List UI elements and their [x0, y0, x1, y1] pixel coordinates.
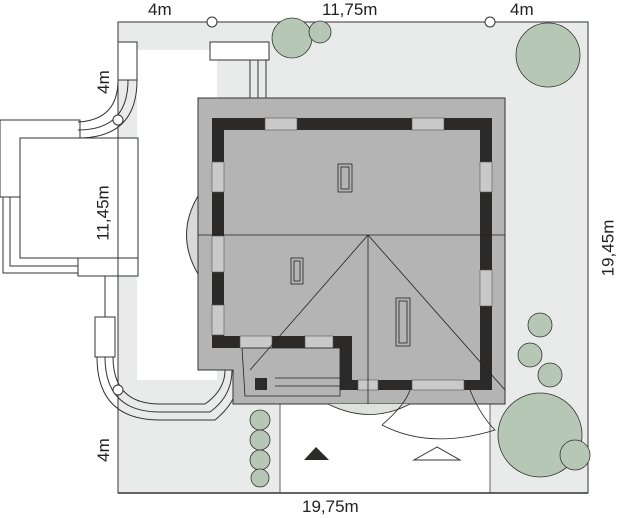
- roof-lines: [198, 234, 506, 404]
- terrace: [0, 41, 270, 421]
- tree-icon: [249, 17, 591, 488]
- interior-floor: [224, 130, 480, 380]
- dimension-left-upper: 4m: [93, 70, 113, 94]
- survey-point: [484, 16, 496, 28]
- dimension-top-left: 4m: [148, 0, 172, 19]
- entrance-marker-filled: [304, 447, 329, 460]
- dimension-left-middle: 11,45m: [93, 185, 113, 241]
- bay-window: [186, 194, 199, 276]
- entrance-steps: [327, 389, 496, 440]
- dimension-top-middle: 11,75m: [322, 0, 378, 19]
- chimney: [255, 378, 267, 390]
- survey-point: [112, 384, 124, 396]
- dimension-right: 19,45m: [598, 219, 618, 277]
- windows: [211, 117, 493, 391]
- driveway: [279, 403, 491, 494]
- dimension-bottom: 19,75m: [302, 497, 359, 516]
- dimension-top-right: 4m: [510, 0, 534, 19]
- survey-point: [112, 114, 124, 126]
- entrance-marker-outline: [412, 446, 462, 461]
- survey-point: [206, 16, 218, 28]
- skylights: [290, 163, 411, 347]
- dimension-left-lower: 4m: [93, 438, 113, 462]
